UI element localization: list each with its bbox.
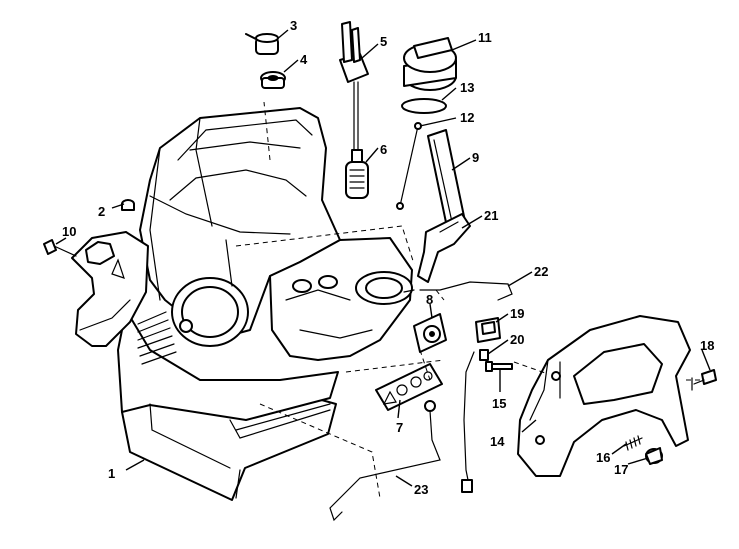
callout-3: 3: [290, 18, 297, 33]
callout-6: 6: [380, 142, 387, 157]
callout-14: 14: [490, 434, 505, 449]
callout-5: 5: [380, 34, 387, 49]
callout-1: 1: [108, 466, 115, 481]
callout-17: 17: [614, 462, 628, 477]
callout-19: 19: [510, 306, 524, 321]
part-10-screw: [43, 239, 77, 257]
part-20-wire: [461, 349, 489, 493]
part-14-handle-cover: [517, 315, 691, 477]
callout-12: 12: [460, 110, 474, 125]
part-19-switch-block: [475, 317, 501, 343]
part-16-spring: [623, 435, 643, 451]
callout-9: 9: [472, 150, 479, 165]
part-17-cap: [645, 447, 663, 465]
callout-4: 4: [300, 52, 308, 67]
assembly-guides: [235, 101, 702, 499]
part-5-fuel-tube: [339, 21, 369, 151]
callout-13: 13: [460, 80, 474, 95]
part-2-screw: [121, 199, 135, 211]
leader-lines: [55, 29, 711, 487]
part-23-ground-wire: [329, 400, 441, 522]
callout-20: 20: [510, 332, 524, 347]
side-deflector: [71, 231, 149, 347]
callout-7: 7: [396, 420, 403, 435]
callout-labels: 1 2 3 4 5 6 7 8 9 10 11 12 13 14 15 16 1…: [62, 18, 714, 497]
part-3-plug: [245, 33, 279, 55]
part-22-cable: [419, 281, 513, 301]
part-15-bolt: [485, 361, 513, 372]
part-6-fuel-filter: [345, 149, 369, 199]
callout-15: 15: [492, 396, 506, 411]
callout-2: 2: [98, 204, 105, 219]
blower-housing: [117, 107, 413, 501]
part-12-rod: [396, 122, 422, 210]
callout-8: 8: [426, 292, 433, 307]
part-8-switch: [413, 313, 447, 353]
callout-22: 22: [534, 264, 548, 279]
callout-21: 21: [484, 208, 498, 223]
part-4-grommet: [260, 71, 286, 89]
part-18-screw: [691, 369, 717, 391]
callout-16: 16: [596, 450, 610, 465]
callout-11: 11: [478, 30, 492, 45]
callout-18: 18: [700, 338, 714, 353]
part-13-o-ring: [401, 98, 447, 114]
callout-23: 23: [414, 482, 428, 497]
part-7-warning-label: [375, 363, 443, 411]
callout-10: 10: [62, 224, 76, 239]
part-21-trigger: [417, 213, 471, 283]
part-11-fuel-cap: [403, 37, 457, 91]
